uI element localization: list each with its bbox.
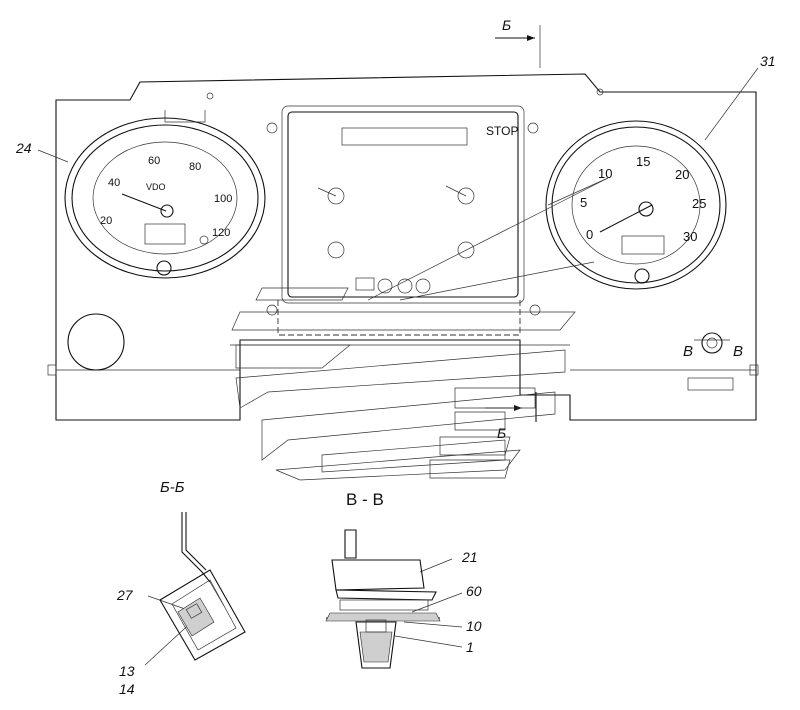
leader-lines (37, 67, 759, 666)
cluster-housing (47, 25, 759, 421)
speedo-tick-100: 100 (214, 193, 232, 205)
tacho-tick-5: 5 (580, 195, 587, 210)
tacho-tick-15: 15 (636, 154, 650, 169)
stop-label: STOP (486, 124, 518, 138)
callout-24: 24 (15, 140, 32, 156)
callout-27: 27 (116, 587, 134, 603)
section-v-right: В (733, 343, 743, 360)
tachometer: 0 5 10 15 20 25 30 (545, 120, 727, 290)
section-cut-b: Б Б (485, 17, 537, 441)
callout-14: 14 (119, 681, 135, 697)
callout-13: 13 (119, 663, 135, 679)
tacho-tick-0: 0 (586, 227, 593, 242)
tacho-tick-30: 30 (683, 229, 697, 244)
section-b-right: Б (497, 425, 506, 441)
tacho-needle (599, 204, 653, 233)
speedometer: 20 40 60 80 100 120 VDO (64, 117, 266, 279)
tacho-tick-25: 25 (692, 196, 706, 211)
break-band (231, 287, 576, 481)
section-b-top: Б (502, 17, 511, 33)
speedo-tick-40: 40 (108, 177, 120, 189)
section-title-vv: В - В (346, 490, 384, 509)
warning-lamp-panel: STOP (266, 105, 541, 336)
speedo-tick-80: 80 (189, 161, 201, 173)
callout-10: 10 (466, 618, 482, 634)
section-marker-v: В В (683, 332, 743, 360)
section-v-left: В (683, 343, 693, 360)
callout-21: 21 (461, 549, 478, 565)
callout-60: 60 (466, 583, 482, 599)
callouts: 24 31 21 60 10 1 27 13 14 Б-Б В - В (15, 53, 776, 697)
callout-31: 31 (760, 53, 776, 69)
section-title-bb: Б-Б (160, 479, 185, 496)
speedo-tick-20: 20 (100, 215, 112, 227)
speedo-unit-label: VDO (146, 182, 166, 192)
tacho-tick-20: 20 (675, 167, 689, 182)
tacho-tick-10: 10 (598, 166, 612, 181)
detail-bb (159, 512, 246, 661)
speedo-tick-60: 60 (148, 155, 160, 167)
callout-1: 1 (466, 639, 474, 655)
speedo-tick-120: 120 (212, 227, 230, 239)
speedo-needle (121, 193, 167, 212)
detail-vv (325, 529, 441, 669)
